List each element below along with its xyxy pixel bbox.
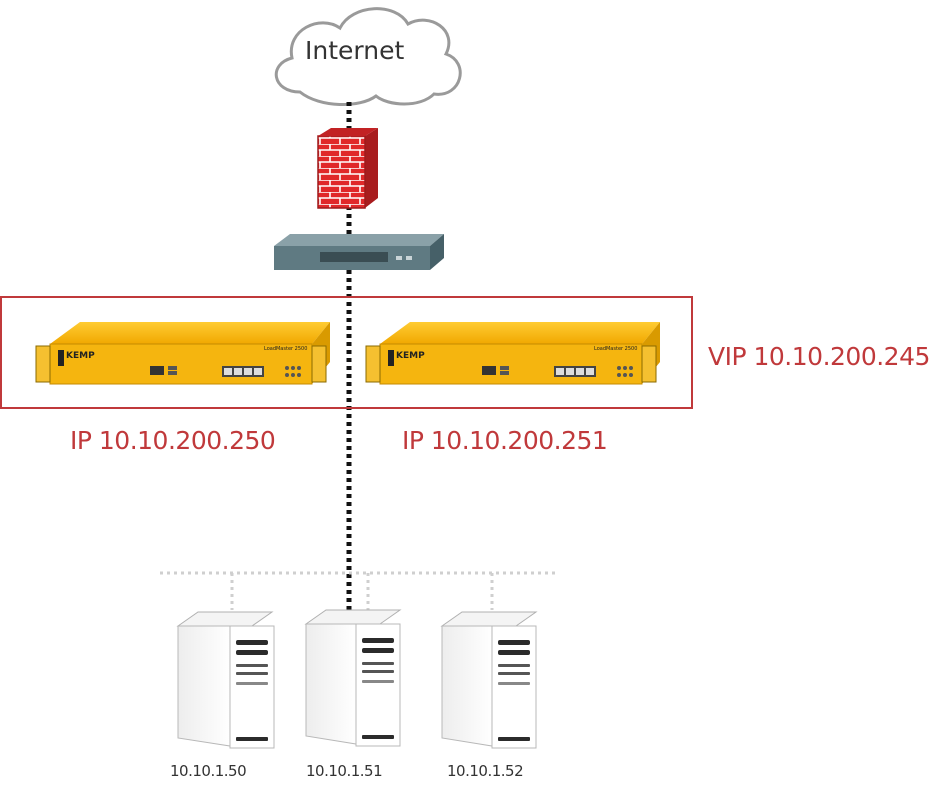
server-2-icon xyxy=(304,609,402,747)
server-2-label: 10.10.1.51 xyxy=(306,762,383,780)
vip-group-box xyxy=(0,296,693,409)
server-1-label: 10.10.1.50 xyxy=(170,762,247,780)
lb-1-brand: KEMP xyxy=(66,351,95,361)
firewall-icon xyxy=(317,128,378,209)
server-3-icon xyxy=(440,611,538,749)
server-1-icon xyxy=(176,611,275,749)
lb-2-model: LoadMaster 2500 xyxy=(594,346,638,352)
lb-1-model: LoadMaster 2500 xyxy=(264,346,308,352)
server-network-lines xyxy=(160,571,555,610)
vip-label: VIP 10.10.200.245 xyxy=(708,342,930,371)
lb-1-ip-label: IP 10.10.200.250 xyxy=(70,426,276,455)
network-switch-icon xyxy=(274,234,444,270)
internet-label: Internet xyxy=(305,36,405,65)
server-3-label: 10.10.1.52 xyxy=(447,762,524,780)
lb-2-brand: KEMP xyxy=(396,351,425,361)
lb-2-ip-label: IP 10.10.200.251 xyxy=(402,426,608,455)
load-balancer-2-icon xyxy=(365,322,660,385)
internet-cloud-icon xyxy=(274,7,462,106)
load-balancer-1-icon xyxy=(35,322,330,385)
